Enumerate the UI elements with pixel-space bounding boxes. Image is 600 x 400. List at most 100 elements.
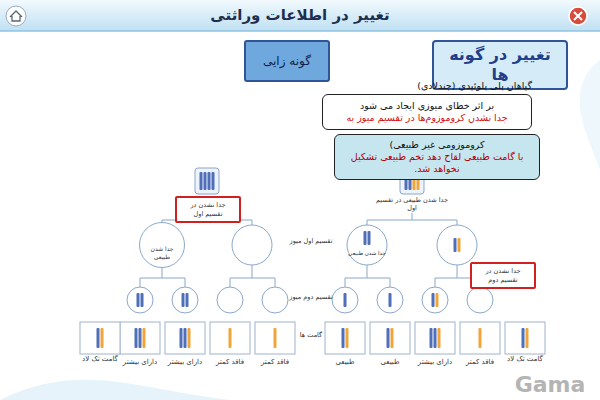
tree-line — [140, 268, 162, 287]
chromosome — [188, 328, 191, 348]
chromosome — [274, 328, 277, 348]
gamete-label: طبیعی — [323, 355, 367, 370]
gamete-frame — [370, 322, 410, 354]
decor-wave — [0, 380, 230, 400]
node-text: جدا نشدن در تقسیم اول — [181, 201, 235, 217]
cell-circle — [422, 287, 448, 313]
chromosome — [342, 328, 345, 348]
cell-circle: جدا شدن طبیعی — [139, 222, 185, 268]
chromosome — [346, 328, 349, 348]
gamete-frame — [210, 322, 250, 354]
node-text: دارای بیشتر — [123, 358, 157, 367]
topic-box: گونه زایی — [244, 40, 330, 82]
gamete-frame — [505, 322, 545, 354]
node-text: فاقد کمتر — [466, 358, 494, 367]
chromosome — [184, 328, 187, 348]
chromosome — [454, 238, 457, 252]
cell-circle — [232, 225, 272, 265]
chromosome — [139, 328, 142, 348]
slide-title: تغییر در اطلاعات وراثتی — [150, 6, 450, 24]
callout-box: بر اثر خطای میوزی ایجاد می شودجدا نشدن ک… — [322, 94, 532, 130]
node-text: دارای بیشتر — [418, 358, 452, 367]
home-icon — [6, 6, 26, 26]
gamete-label: دارای بیشتر — [118, 355, 162, 370]
gamete-frame — [165, 322, 205, 354]
node-text: جدا شدن طبیعی — [142, 245, 182, 260]
gamete-frame — [80, 322, 120, 354]
chromosome — [137, 293, 140, 307]
gamete-frame — [415, 322, 455, 354]
chromosome — [180, 328, 183, 348]
gamete-frame — [325, 322, 365, 354]
chromosome — [368, 231, 371, 245]
node-text: تغییر در گونه ها — [438, 45, 562, 85]
gamete-label: دارای بیشتر — [413, 355, 457, 370]
chromosome — [182, 293, 185, 307]
tree-line — [367, 278, 390, 287]
cell-circle — [377, 287, 403, 313]
gamete-frame — [460, 322, 500, 354]
chromosome — [438, 328, 441, 348]
cell — [195, 168, 219, 194]
step-label: جدا شدن طبیعی در تقسیم اول — [375, 197, 449, 213]
tree-line — [230, 265, 252, 287]
node-text: فاقد کمتر — [261, 358, 289, 367]
chromosome — [526, 328, 529, 348]
gamete-label: دارای بیشتر — [163, 355, 207, 370]
gamete-frame — [255, 322, 295, 354]
chromosome — [141, 293, 144, 307]
node-text: طبیعی — [336, 358, 355, 367]
red-highlight-box: جدا نشدن در تقسیم اول — [175, 196, 241, 223]
chromosome — [101, 328, 104, 348]
gamete-label: طبیعی — [368, 355, 412, 370]
chromosome — [229, 328, 232, 348]
note-text: گیاهان پلی پلوئیدی (چندلادی) — [322, 80, 532, 91]
title-bar-edge — [0, 30, 600, 32]
chromosome — [434, 328, 437, 348]
gamete-label: گامت تک لاد — [76, 355, 124, 363]
chromosome — [436, 293, 439, 307]
chromosome — [200, 172, 203, 190]
gamete-label: فاقد کمتر — [208, 355, 252, 370]
chromosome — [97, 328, 100, 348]
chromosome — [344, 293, 347, 307]
cell-label: جدا شدن طبیعی — [345, 250, 389, 257]
callout-box: کروموزومی غیر طبیعی)با گامت طبیعی لقاح د… — [334, 134, 540, 180]
chromosome — [458, 238, 461, 252]
node-text: جدا نشدن در تقسیم دوم — [476, 267, 530, 283]
node-text: کروموزومی غیر طبیعی) — [389, 139, 484, 151]
chromosome — [204, 172, 207, 190]
cell-circle — [217, 287, 243, 313]
close-icon — [569, 7, 587, 25]
stage-label: تقسیم اول میوز — [286, 238, 336, 246]
chromosome — [430, 328, 433, 348]
chromosome — [364, 231, 367, 245]
node-text: طبیعی — [381, 358, 400, 367]
watermark: Gama — [510, 372, 590, 398]
gamete-label: گامت تک لاد — [501, 355, 549, 363]
tree-line — [345, 265, 367, 287]
node-text: با گامت طبیعی لقاح دهد تخم طبیعی تشکیل ن… — [339, 151, 535, 175]
tree-line — [412, 220, 457, 225]
cell-circle — [127, 287, 153, 313]
cell-circle — [332, 287, 358, 313]
red-highlight-box: جدا نشدن در تقسیم دوم — [470, 262, 536, 289]
node-text: دارای بیشتر — [168, 358, 202, 367]
tree-line — [367, 213, 412, 225]
gamete-label: فاقد کمتر — [253, 355, 297, 370]
node-text: گونه زایی — [263, 54, 311, 69]
chromosome — [522, 328, 525, 348]
stage-label: تقسیم دوم میوز — [286, 294, 336, 302]
stage-label: گامت ها — [286, 332, 336, 340]
node-text: جدا نشدن کروموزوم‌ها در تقسیم میوز به — [346, 112, 507, 124]
chromosome — [208, 172, 211, 190]
cell-circle — [172, 287, 198, 313]
decor-wave — [580, 60, 600, 170]
title-bar — [0, 0, 600, 31]
tree-line — [252, 278, 275, 287]
chromosome — [135, 328, 138, 348]
chromosome — [143, 328, 146, 348]
chromosome — [212, 172, 215, 190]
cell-circle — [467, 287, 493, 313]
chromosome — [479, 328, 482, 348]
